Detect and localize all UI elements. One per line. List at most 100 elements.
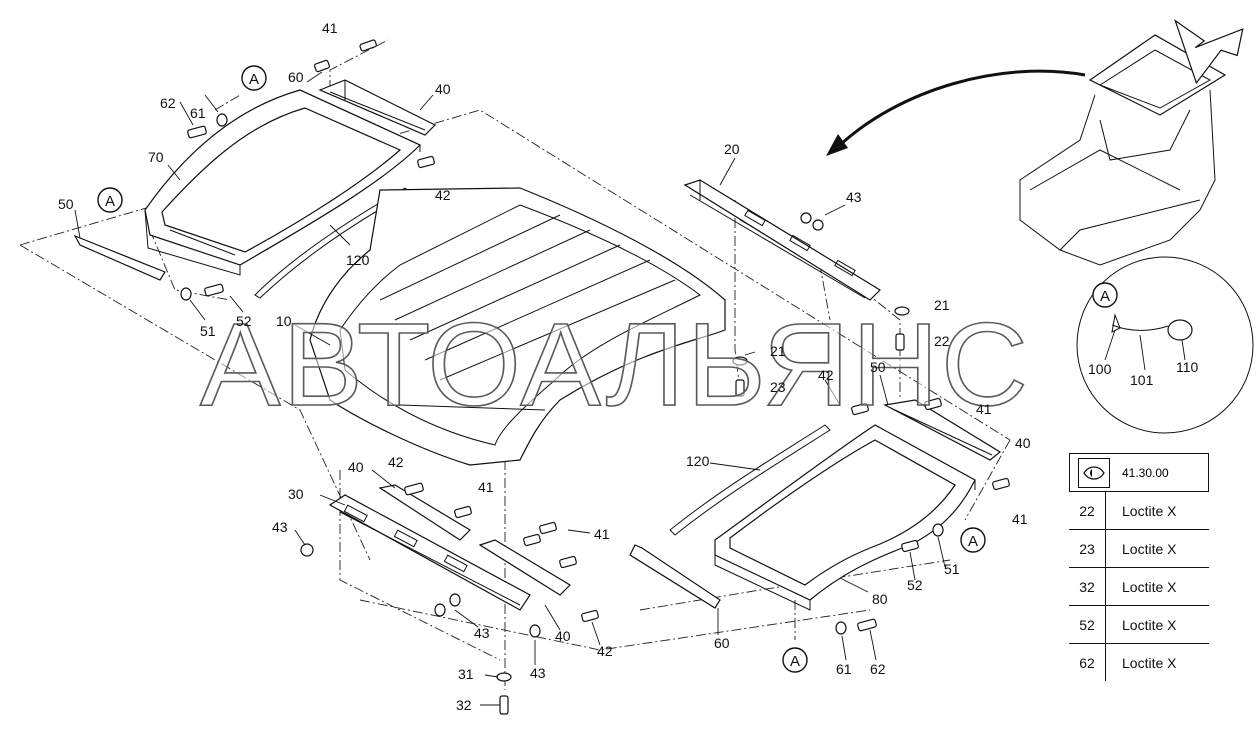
label-43: 43 — [846, 189, 862, 205]
bolt-41-top — [314, 59, 330, 73]
svg-text:A: A — [1100, 288, 1110, 305]
callout-a-top: A — [241, 65, 267, 91]
bolt-42-top — [417, 155, 435, 169]
washer-21-right — [894, 306, 910, 316]
label-62: 62 — [160, 95, 176, 111]
bolt-41-right — [924, 397, 942, 411]
label-80: 80 — [872, 591, 888, 607]
machine-thumbnail — [1019, 19, 1244, 266]
reference-part-number: 52 — [1069, 605, 1106, 644]
bolt-42-mid — [851, 402, 869, 416]
label-42: 42 — [597, 643, 613, 659]
bolt-62-left — [187, 125, 207, 139]
bracket-20 — [683, 179, 881, 301]
label-43: 43 — [530, 665, 546, 681]
label-31: 31 — [458, 666, 474, 682]
label-21: 21 — [770, 343, 786, 359]
label-40: 40 — [555, 628, 571, 644]
label-52: 52 — [236, 313, 252, 329]
bolt-42-lower2 — [581, 609, 599, 623]
svg-text:A: A — [105, 193, 115, 210]
reference-part-number: 62 — [1069, 643, 1106, 681]
bolt-41-top2 — [359, 39, 377, 52]
label-22: 22 — [934, 333, 950, 349]
label-51: 51 — [200, 323, 216, 339]
label-62: 62 — [870, 661, 886, 677]
label-51: 51 — [944, 561, 960, 577]
label-70: 70 — [148, 149, 164, 165]
fasteners — [180, 39, 1010, 715]
washer-43-lower-left — [300, 543, 314, 557]
detail-view-a — [1076, 256, 1254, 434]
washer-51-left — [180, 287, 192, 301]
label-120: 120 — [686, 453, 710, 469]
side-panel-80 — [714, 424, 976, 611]
callout-a-bottom: A — [782, 647, 808, 673]
label-43: 43 — [272, 519, 288, 535]
reference-note: Loctite X — [1105, 529, 1209, 568]
side-panel-70 — [144, 89, 422, 276]
bolt-52-left — [204, 283, 224, 297]
label-32: 32 — [456, 697, 472, 713]
bolt-41-lower2 — [523, 521, 577, 569]
label-40: 40 — [435, 81, 451, 97]
bolt-41-right2 — [992, 477, 1010, 491]
leader-lines — [74, 71, 1186, 706]
label-101: 101 — [1130, 372, 1154, 388]
bolt-41-lower — [454, 505, 472, 519]
label-60: 60 — [714, 635, 730, 651]
label-23: 23 — [770, 379, 786, 395]
washer-51-right — [932, 523, 944, 537]
callout-a-right: A — [960, 527, 986, 553]
reference-note: Loctite X — [1105, 567, 1209, 606]
label-40: 40 — [1015, 435, 1031, 451]
washer-61-right — [835, 621, 847, 635]
label-61: 61 — [190, 105, 206, 121]
label-42: 42 — [388, 454, 404, 470]
roof-panel-10 — [309, 187, 726, 466]
label-110: 110 — [1176, 359, 1199, 375]
eye-icon — [1078, 457, 1110, 488]
label-61: 61 — [836, 661, 852, 677]
reference-part-number: 32 — [1069, 567, 1106, 606]
label-10: 10 — [276, 313, 292, 329]
label-41: 41 — [976, 401, 992, 417]
label-52: 52 — [907, 577, 923, 593]
label-43: 43 — [474, 625, 490, 641]
bolt-23 — [735, 379, 745, 397]
frame-bar-40-top — [318, 79, 437, 136]
label-41: 41 — [322, 20, 338, 36]
bolt-52-right — [901, 539, 919, 553]
label-40: 40 — [348, 459, 364, 475]
label-42: 42 — [818, 367, 834, 383]
label-100: 100 — [1088, 361, 1112, 377]
washer-61-left — [216, 113, 228, 127]
watermark: АВТОАЛЬЯНС — [200, 299, 1030, 431]
strip-50-left — [73, 234, 166, 281]
bolt-22 — [895, 333, 905, 351]
seal-120-right — [669, 424, 831, 536]
label-41: 41 — [594, 526, 610, 542]
curved-arrow — [826, 69, 1086, 156]
svg-text:A: A — [249, 71, 259, 88]
callout-a-left: A — [97, 187, 123, 213]
reference-note: Loctite X — [1105, 492, 1209, 530]
label-41: 41 — [1012, 511, 1028, 527]
reference-part-number: 23 — [1069, 529, 1106, 568]
callout-a-markers: A A A A A — [97, 65, 1118, 673]
callout-a-detail: A — [1092, 282, 1118, 308]
bolt-32 — [499, 695, 509, 715]
label-120: 120 — [346, 252, 370, 268]
svg-text:A: A — [790, 653, 800, 670]
label-21: 21 — [934, 297, 950, 313]
strip-60-right — [629, 544, 721, 609]
washer-43-lower2 — [529, 624, 541, 638]
label-41: 41 — [478, 479, 494, 495]
label-42: 42 — [435, 187, 451, 203]
svg-text:A: A — [968, 533, 978, 550]
